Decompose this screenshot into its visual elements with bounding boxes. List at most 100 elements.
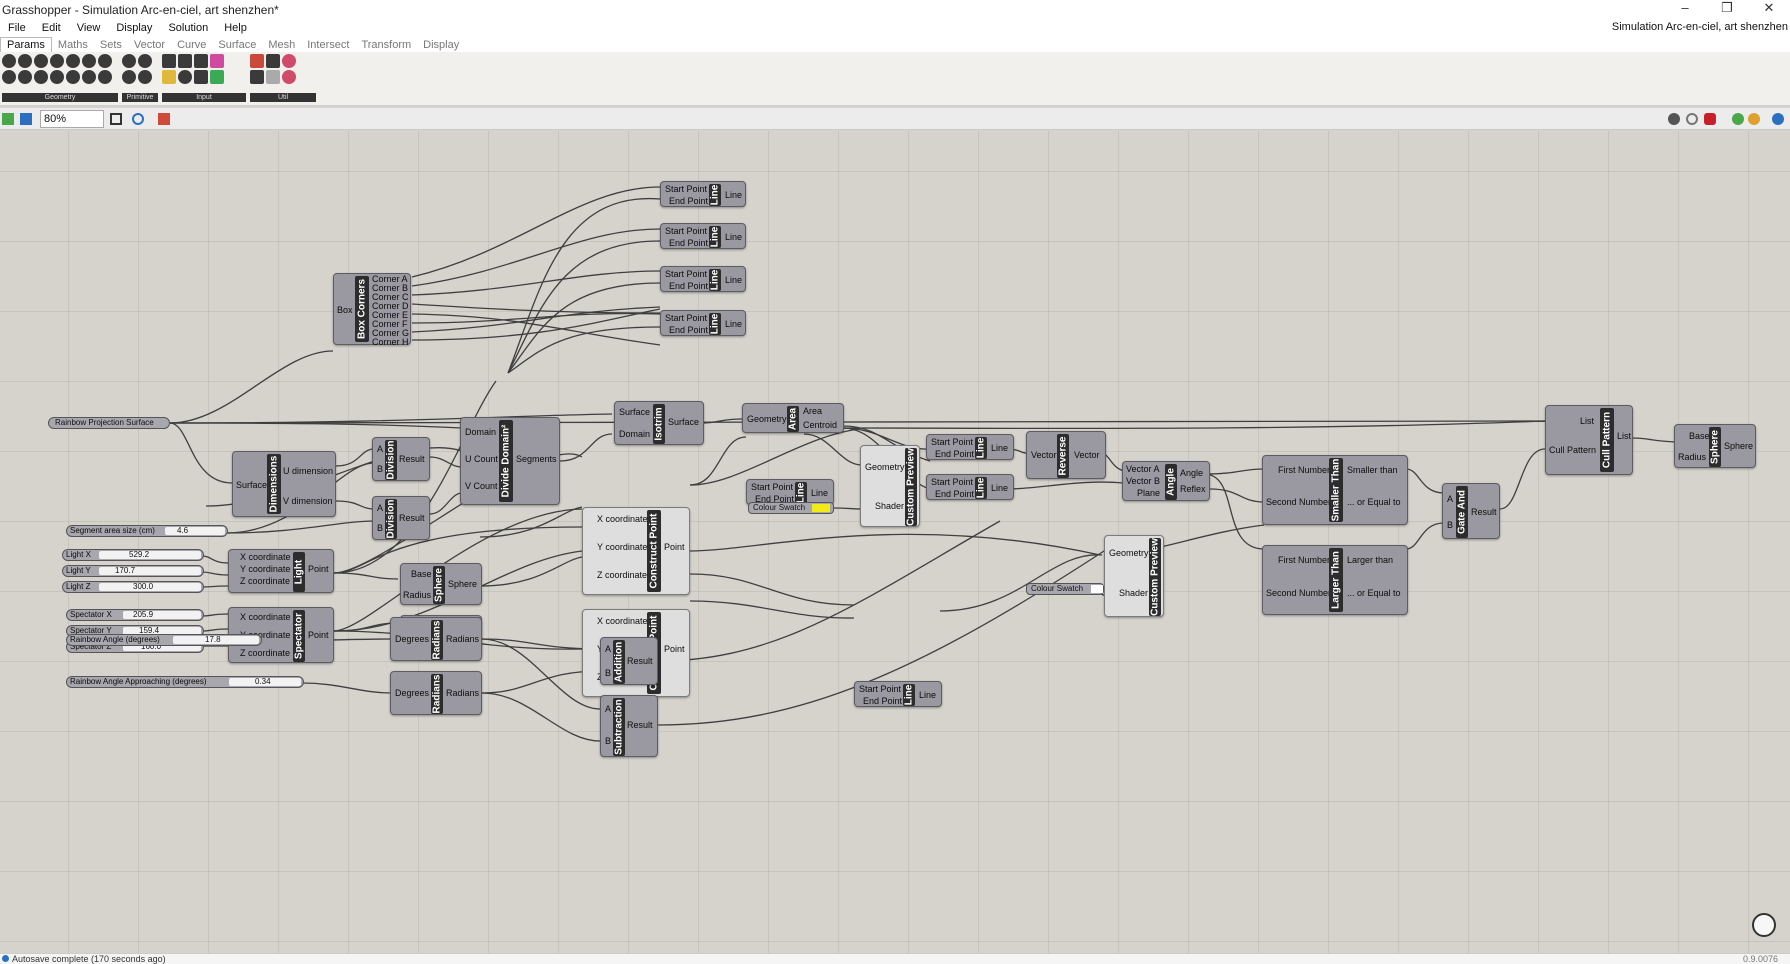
input-b[interactable]: B [605, 736, 612, 746]
output-point[interactable]: Point [664, 644, 685, 654]
input-second-number[interactable]: Second Number [1266, 497, 1332, 507]
input-degrees[interactable]: Degrees [395, 634, 430, 644]
menu-edit[interactable]: Edit [41, 22, 61, 34]
output-line[interactable]: Line [725, 232, 743, 242]
output-sphere[interactable]: Sphere [1724, 441, 1754, 451]
tab-params[interactable]: Params [0, 37, 52, 52]
boolean-param-icon[interactable] [138, 70, 152, 84]
output-sphere[interactable]: Sphere [448, 579, 478, 589]
input-a[interactable]: A [377, 444, 384, 454]
input-end-point[interactable]: End Point [755, 494, 795, 504]
input-start-point[interactable]: Start Point [665, 226, 708, 236]
toggle-icon[interactable] [162, 54, 176, 68]
mesh-param-icon[interactable] [50, 70, 64, 84]
input-first-number[interactable]: First Number [1278, 465, 1331, 475]
menu-solution[interactable]: Solution [168, 22, 209, 34]
input-base[interactable]: Base [1689, 431, 1710, 441]
circle-param-icon[interactable] [34, 54, 48, 68]
input-b[interactable]: B [1447, 520, 1454, 530]
rainbow-projection-surface-param[interactable]: Rainbow Projection Surface [48, 417, 170, 429]
output-line[interactable]: Line [725, 190, 743, 200]
segment-size-slider[interactable]: Segment area size (cm) 4.6 [66, 525, 228, 537]
input-x-coordinate[interactable]: X coordinate [240, 552, 291, 562]
output-or-equal[interactable]: ... or Equal to [1347, 588, 1401, 598]
larger-than-component[interactable]: First Number Second Number Larger Than L… [1262, 545, 1408, 615]
output-angle[interactable]: Angle [1180, 468, 1204, 478]
gradient-icon[interactable] [210, 70, 224, 84]
output-result[interactable]: Result [627, 656, 653, 666]
colour-swatch-yellow[interactable]: Colour Swatch [748, 502, 834, 514]
slider-track[interactable] [99, 567, 201, 575]
swatch-color[interactable] [812, 504, 830, 512]
output-line[interactable]: Line [725, 275, 743, 285]
point-param-icon[interactable] [2, 54, 16, 68]
tab-intersect[interactable]: Intersect [307, 39, 350, 51]
input-end-point[interactable]: End Point [669, 281, 709, 291]
output-result[interactable]: Result [399, 454, 425, 464]
input-base[interactable]: Base [411, 569, 432, 579]
spectator-x-slider[interactable]: Spectator X 205.9 [66, 609, 204, 621]
addition-component[interactable]: A B Addition Result [600, 637, 658, 685]
preview-mesh-icon[interactable] [1772, 113, 1784, 125]
light-x-slider[interactable]: Light X 529.2 [62, 549, 204, 561]
line-component-6[interactable]: Start Point End Point Line Line [926, 474, 1014, 500]
slider-track[interactable] [99, 551, 201, 559]
cluster-icon[interactable] [250, 54, 264, 68]
input-list[interactable]: List [1580, 416, 1595, 426]
field-param-icon[interactable] [66, 70, 80, 84]
slider-icon[interactable] [194, 54, 208, 68]
fire-icon[interactable] [282, 70, 296, 84]
box-param-icon[interactable] [66, 54, 80, 68]
line-component-1[interactable]: Start Point End Point Line Line [660, 181, 746, 207]
tab-sets[interactable]: Sets [99, 39, 122, 51]
input-z-coordinate[interactable]: Z coordinate [597, 570, 648, 580]
text-param-icon[interactable] [122, 70, 136, 84]
angle-component[interactable]: Vector A Vector B Plane Angle Angle Refl… [1122, 461, 1210, 501]
line-component-8[interactable]: Start Point End Point Line Line [854, 681, 942, 707]
input-x-coordinate[interactable]: X coordinate [240, 612, 291, 622]
input-a[interactable]: A [377, 503, 384, 513]
rainbow-angle-approaching-slider[interactable]: Rainbow Angle Approaching (degrees) 0.34 [66, 676, 304, 688]
slider-track[interactable] [123, 627, 201, 635]
cull-pattern-component[interactable]: List Cull Pattern Cull Pattern List [1545, 405, 1633, 475]
geometry-param-icon[interactable] [98, 70, 112, 84]
input-surface[interactable]: Surface [236, 480, 268, 490]
output-corner-c[interactable]: Corner C [372, 292, 409, 302]
input-b[interactable]: B [377, 464, 384, 474]
output-u-dimension[interactable]: U dimension [283, 466, 334, 476]
slider-track[interactable] [123, 643, 201, 651]
input-domain[interactable]: Domain [465, 427, 497, 437]
output-corner-e[interactable]: Corner E [372, 310, 409, 320]
surface-param-icon[interactable] [34, 70, 48, 84]
input-end-point[interactable]: End Point [935, 449, 975, 459]
light-y-slider[interactable]: Light Y 170.7 [62, 565, 204, 577]
navigation-compass-icon[interactable] [1752, 913, 1776, 937]
input-first-number[interactable]: First Number [1278, 555, 1331, 565]
number-param-icon[interactable] [122, 54, 136, 68]
output-corner-a[interactable]: Corner A [372, 274, 408, 284]
tab-surface[interactable]: Surface [218, 39, 257, 51]
slider-track[interactable] [173, 636, 259, 644]
close-button[interactable]: ✕ [1763, 0, 1775, 15]
output-point[interactable]: Point [664, 542, 685, 552]
output-line[interactable]: Line [811, 488, 829, 498]
knob-icon[interactable] [178, 70, 192, 84]
output-area[interactable]: Area [803, 406, 823, 416]
curve-param-icon[interactable] [18, 70, 32, 84]
slider-track[interactable] [123, 611, 201, 619]
radians-component-2[interactable]: Degrees Radians Radians [390, 671, 482, 715]
input-y-coordinate[interactable]: Y coordinate [597, 542, 648, 552]
line-component-3[interactable]: Start Point End Point Line Line [660, 266, 746, 292]
input-start-point[interactable]: Start Point [665, 313, 708, 323]
input-radius[interactable]: Radius [403, 590, 432, 600]
input-a[interactable]: A [605, 704, 612, 714]
output-result[interactable]: Result [1471, 507, 1497, 517]
custom-preview-component-1[interactable]: Geometry Shader Custom Preview [860, 445, 920, 527]
input-domain[interactable]: Domain [619, 429, 651, 439]
data-icon[interactable] [282, 54, 296, 68]
input-second-number[interactable]: Second Number [1266, 588, 1332, 598]
sphere-component-right[interactable]: Base Radius Sphere Sphere [1674, 424, 1756, 468]
panel-icon[interactable] [178, 54, 192, 68]
smaller-than-component[interactable]: First Number Second Number Smaller Than … [1262, 455, 1408, 525]
rainbow-angle-slider[interactable]: Rainbow Angle (degrees) 17.8 [66, 634, 262, 646]
